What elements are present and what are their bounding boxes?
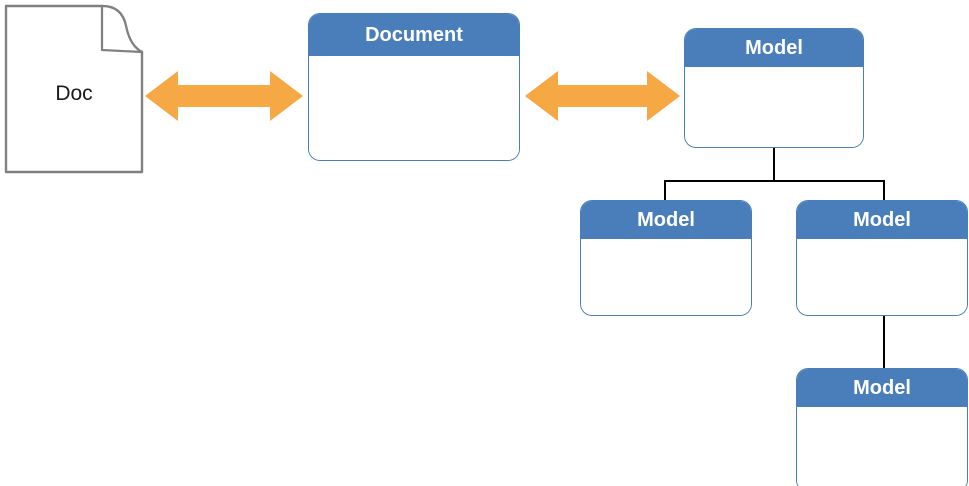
connector-branch-to-right-child [883, 180, 885, 202]
connector-branch-to-left-child [664, 180, 666, 202]
node-model-child-left-title: Model [581, 201, 751, 239]
connector-right-child-to-grandchild [883, 316, 885, 368]
connector-root-to-branch [773, 148, 775, 181]
document-page-icon [4, 4, 144, 174]
node-model-grandchild[interactable]: Model [796, 368, 968, 486]
node-model-child-right[interactable]: Model [796, 200, 968, 316]
node-document-body [309, 56, 519, 160]
node-model-child-right-body [797, 239, 967, 315]
node-model-root-body [685, 67, 863, 147]
node-document-title: Document [309, 14, 519, 56]
node-document[interactable]: Document [308, 13, 520, 161]
document-model-arrow [525, 70, 680, 127]
node-model-child-right-title: Model [797, 201, 967, 239]
connector-branch-bar [664, 180, 885, 182]
doc-document-arrow [145, 70, 303, 127]
node-model-grandchild-title: Model [797, 369, 967, 407]
node-model-child-left-body [581, 239, 751, 315]
node-model-grandchild-body [797, 407, 967, 486]
doc-label: Doc [55, 82, 93, 105]
node-model-child-left[interactable]: Model [580, 200, 752, 316]
node-model-root-title: Model [685, 29, 863, 67]
node-model-root[interactable]: Model [684, 28, 864, 148]
